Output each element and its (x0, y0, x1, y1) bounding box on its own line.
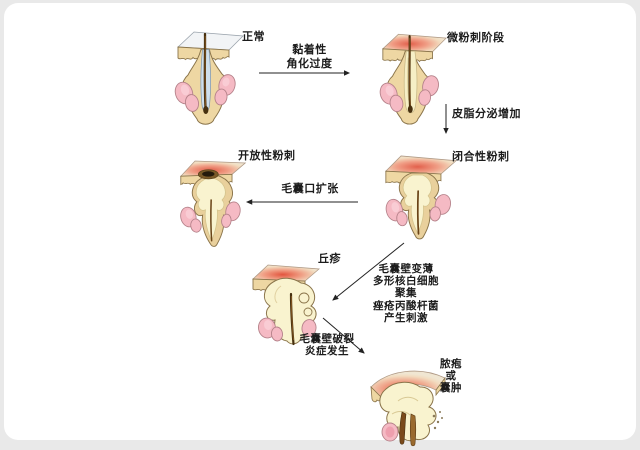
label-papule: 丘疹 (318, 252, 341, 265)
illustration-open-comedone (177, 148, 251, 250)
label-normal: 正常 (242, 30, 265, 43)
diagram-panel (4, 3, 636, 440)
label-closed-comedone: 闭合性粉刺 (452, 150, 510, 163)
illustration-pustule-cyst (368, 356, 450, 448)
illustration-microcomedone (377, 28, 451, 132)
illustration-closed-comedone (383, 146, 459, 240)
label-microcomedone-stage: 微粉刺阶段 (447, 31, 505, 44)
label-follicle-wall-rupture: 毛囊壁破裂 炎症发生 (299, 333, 355, 358)
illustration-papule (251, 260, 335, 350)
label-follicle-wall-annotation: 毛囊壁变薄 多形核白细胞 聚集 痤疮丙酸杆菌 产生刺激 (373, 263, 439, 324)
illustration-normal-follicle (171, 26, 249, 130)
label-follicle-opening-dilation: 毛囊口扩张 (281, 182, 339, 195)
label-pustule-or-cyst: 脓疱 或 囊肿 (440, 358, 462, 395)
label-adhesive-hyperkeratosis: 黏着性 角化过度 (286, 43, 333, 70)
label-sebum-increase: 皮脂分泌增加 (452, 107, 521, 120)
label-open-comedone: 开放性粉刺 (238, 149, 296, 162)
